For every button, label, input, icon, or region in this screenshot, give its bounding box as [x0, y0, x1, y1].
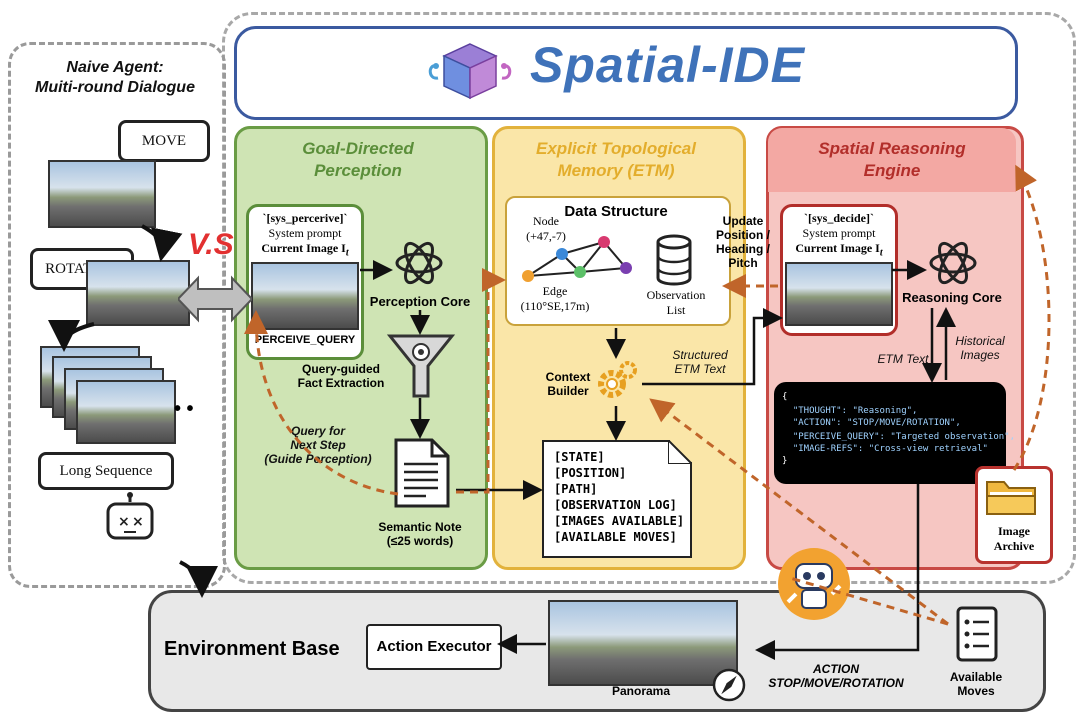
image-archive-label: Image Archive	[993, 524, 1035, 553]
semantic-note-label: Semantic Note (≤25 words)	[378, 520, 462, 548]
decide-prompt-tag: `[sys_decide]`	[804, 211, 874, 225]
street-photo-stack-4	[76, 380, 176, 444]
street-photo-1	[48, 160, 156, 228]
perception-core-label: Perception Core	[369, 294, 471, 309]
perceive-query-label: PERCEIVE_QUERY	[254, 334, 356, 347]
folder-icon	[984, 474, 1038, 518]
cube-logo-icon	[426, 36, 514, 108]
data-structure-card	[505, 196, 731, 326]
perceive-current-image-sub: t	[345, 247, 349, 259]
compass-icon	[712, 668, 746, 702]
decide-prompt-card: `[sys_decide]` System prompt Current Ima…	[780, 204, 898, 336]
state-line-1: [STATE]	[554, 450, 605, 464]
decide-current-image	[785, 262, 893, 327]
move-bubble: MOVE	[118, 120, 210, 162]
fact-extraction-label: Query-guided Fact Extraction	[297, 362, 385, 390]
state-line-3: [PATH]	[554, 482, 598, 496]
reasoning-core-label: Reasoning Core	[902, 290, 1002, 305]
environment-base-title: Environment Base	[164, 638, 340, 660]
perceive-current-image	[251, 262, 359, 331]
svg-text:×: ×	[118, 514, 130, 530]
panorama-image	[548, 600, 738, 686]
query-next-step-label: Query for Next Step (Guide Perception)	[264, 424, 372, 466]
state-line-5: [IMAGES AVAILABLE]	[554, 514, 685, 528]
node-label: Node (+47,-7)	[526, 214, 566, 243]
panorama-label: Panorama	[611, 684, 671, 698]
svg-text:×: ×	[132, 514, 144, 530]
sre-heading-bg	[768, 128, 1016, 192]
etm-text-label: ETM Text	[877, 352, 929, 366]
json-line-6: }	[782, 456, 788, 466]
gears-icon	[592, 358, 640, 406]
state-document-card	[542, 440, 692, 558]
perceive-prompt-card: `[sys_percerive]` System prompt Current …	[246, 204, 364, 360]
json-line-4: "PERCEIVE_QUERY": "Targeted observation"…	[782, 432, 1015, 442]
decision-json-output	[774, 382, 1006, 484]
json-line-1: {	[782, 392, 788, 402]
naive-agent-panel	[8, 42, 226, 588]
sre-heading: Spatial Reasoning Engine	[818, 139, 966, 180]
vs-label: V.S.	[188, 228, 242, 261]
update-position-label: Update Position / Heading / Pitch	[715, 214, 770, 270]
sequence-ellipsis: • •	[174, 398, 194, 420]
action-executor-label: Action Executor	[376, 638, 492, 655]
perceive-prompt-line1: System prompt	[268, 226, 342, 240]
state-line-2: [POSITION]	[554, 466, 627, 480]
state-line-6: [AVAILABLE MOVES]	[554, 530, 677, 544]
available-moves-label: Available Moves	[949, 670, 1003, 698]
available-moves-icon	[954, 604, 1000, 664]
long-sequence-label: Long Sequence	[59, 463, 153, 479]
decide-current-image-sub: t	[879, 247, 883, 259]
perception-core-icon	[392, 236, 446, 290]
funnel-icon	[386, 330, 456, 402]
observation-list-label: Observation List	[646, 288, 706, 317]
action-executor-box: Action Executor	[366, 624, 502, 670]
json-line-5: "IMAGE-REFS": "Cross-view retrieval"	[782, 444, 988, 454]
json-line-2: "THOUGHT": "Reasoning",	[782, 406, 918, 416]
decide-current-image-text: Current Image I	[795, 241, 880, 255]
decide-prompt-line2: Current Image It	[783, 241, 895, 258]
reasoning-core-icon	[926, 236, 980, 290]
long-sequence-bubble: Long Sequence	[38, 452, 174, 490]
street-photo-2	[86, 260, 190, 326]
structured-etm-label: Structured ETM Text	[672, 348, 728, 376]
decide-prompt-line1: System prompt	[802, 226, 876, 240]
database-icon	[654, 234, 694, 286]
data-structure-title: Data Structure	[564, 203, 668, 220]
graph-icon	[512, 232, 642, 288]
state-line-4: [OBSERVATION LOG]	[554, 498, 677, 512]
app-title: Spatial-IDE	[530, 37, 805, 93]
json-line-3: "ACTION": "STOP/MOVE/ROTATION",	[782, 418, 961, 428]
etm-heading: Explicit Topological Memory (ETM)	[536, 139, 696, 180]
move-bubble-label: MOVE	[141, 133, 187, 149]
edge-label: Edge (110°SE,17m)	[520, 284, 590, 313]
historical-images-label: Historical Images	[955, 334, 1005, 362]
context-builder-label: Context Builder	[545, 370, 591, 398]
semantic-note-icon	[390, 436, 452, 510]
gdp-heading: Goal-Directed Perception	[302, 139, 414, 180]
perceive-current-image-text: Current Image I	[261, 241, 346, 255]
perceive-prompt-line2: Current Image It	[249, 241, 361, 258]
perceive-prompt-tag: `[sys_percerive]`	[262, 211, 348, 225]
action-label: ACTION STOP/MOVE/ROTATION	[768, 662, 904, 690]
title-banner	[234, 26, 1018, 120]
naive-agent-title: Naive Agent: Muiti-round Dialogue	[35, 59, 195, 96]
robot-icon: × ×	[102, 492, 158, 544]
